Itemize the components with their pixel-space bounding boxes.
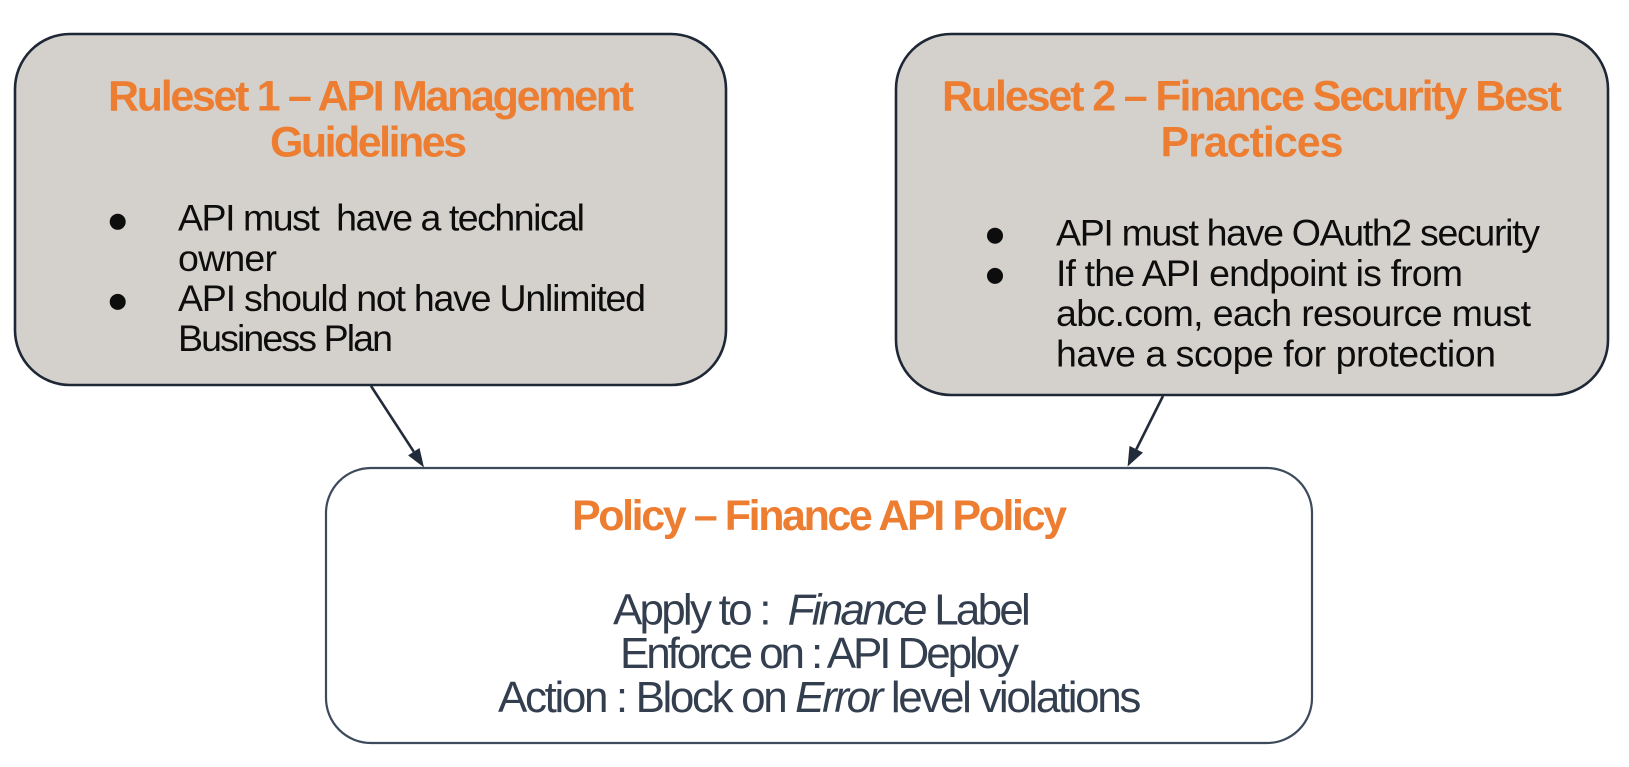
svg-text:API should not have Unlimited: API should not have Unlimited [178,277,646,319]
svg-text:Action : Block on Error level: Action : Block on Error level violations [498,673,1140,722]
svg-text:Enforce on : API Deploy: Enforce on : API Deploy [620,629,1019,678]
svg-text:Practices: Practices [1161,118,1344,166]
svg-text:Apply to : Finance Label: Apply to : Finance Label [613,586,1028,635]
svg-text:Ruleset 2 – Finance Security B: Ruleset 2 – Finance Security Best [942,72,1562,120]
svg-text:abc.com, each resource must: abc.com, each resource must [1056,292,1532,334]
svg-text:If the API endpoint is from: If the API endpoint is from [1056,252,1463,294]
svg-text:API must have a technical: API must have a technical [178,197,585,239]
svg-text:owner: owner [178,237,277,279]
svg-text:Ruleset 1 – API Management: Ruleset 1 – API Management [108,72,634,120]
svg-text:Guidelines: Guidelines [270,118,467,166]
svg-text:Business Plan: Business Plan [178,317,393,359]
svg-text:API must have OAuth2 security: API must have OAuth2 security [1056,212,1540,254]
svg-text:have a scope for protection: have a scope for protection [1056,332,1496,374]
svg-text:Policy – Finance API Policy: Policy – Finance API Policy [572,492,1067,540]
